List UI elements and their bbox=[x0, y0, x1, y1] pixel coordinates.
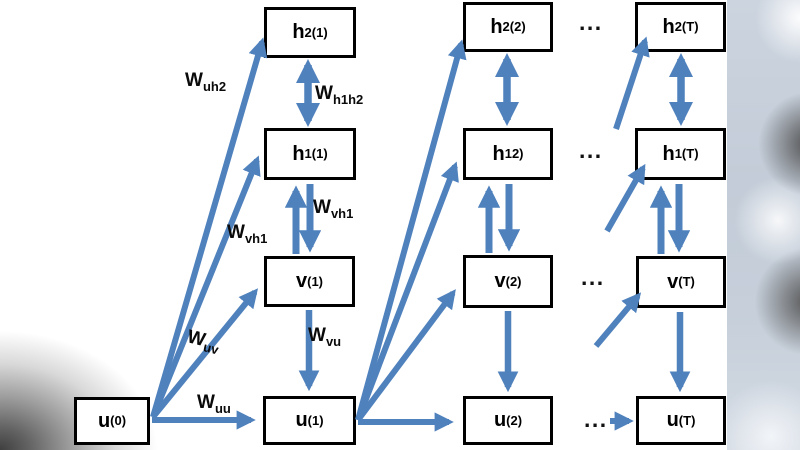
edge-u0-h1-1 bbox=[150, 155, 261, 419]
edge-label-w-vh1-diagonal: Wvh1 bbox=[227, 222, 268, 246]
edge-u1-h1-2 bbox=[355, 161, 459, 422]
node-label: v bbox=[295, 270, 308, 292]
node-v-2: v(2) bbox=[463, 255, 553, 308]
edge-into-h2-T bbox=[613, 36, 650, 130]
ellipsis-h2-row: ... bbox=[579, 9, 603, 35]
node-label: h bbox=[492, 142, 505, 165]
ellipsis-v-row: ... bbox=[581, 264, 605, 290]
node-u-2: u(2) bbox=[463, 396, 553, 445]
node-v-1: v(1) bbox=[264, 256, 355, 307]
ellipsis-u-row: ... bbox=[584, 406, 608, 432]
node-label: u bbox=[295, 409, 308, 431]
background-right-blur bbox=[727, 0, 800, 450]
edge-label-w-h1h2: Wh1h2 bbox=[315, 83, 364, 107]
node-label: u bbox=[666, 409, 679, 431]
node-u-T: u(T) bbox=[636, 396, 726, 445]
edge-label-w-vu: Wvu bbox=[308, 325, 342, 349]
node-label: h bbox=[662, 142, 675, 165]
node-label: v bbox=[667, 270, 679, 293]
node-u-0: u(0) bbox=[74, 397, 150, 445]
edge-label-w-vh1-vertical: Wvh1 bbox=[313, 197, 354, 221]
edge-u1-h2-2 bbox=[355, 39, 467, 421]
edge-into-h1-T bbox=[604, 163, 646, 233]
node-label: u bbox=[97, 409, 111, 432]
node-label: h bbox=[292, 21, 305, 43]
node-u-1: u(1) bbox=[263, 396, 356, 445]
node-label: h bbox=[662, 15, 675, 38]
edge-u0-v-1 bbox=[150, 288, 259, 419]
ellipsis-h1-row: ... bbox=[579, 137, 603, 163]
node-label: h bbox=[292, 142, 305, 165]
edge-u0-h2-1 bbox=[150, 37, 268, 418]
node-label: h bbox=[490, 15, 503, 38]
node-label: v bbox=[494, 270, 506, 292]
node-label: u bbox=[493, 409, 507, 431]
edge-label-w-uh2: Wuh2 bbox=[185, 70, 227, 94]
node-v-T: v(T) bbox=[636, 256, 726, 308]
edge-label-w-uu: Wuu bbox=[197, 392, 231, 416]
edge-u1-v-2 bbox=[355, 289, 456, 422]
edge-into-v-T bbox=[593, 292, 642, 348]
